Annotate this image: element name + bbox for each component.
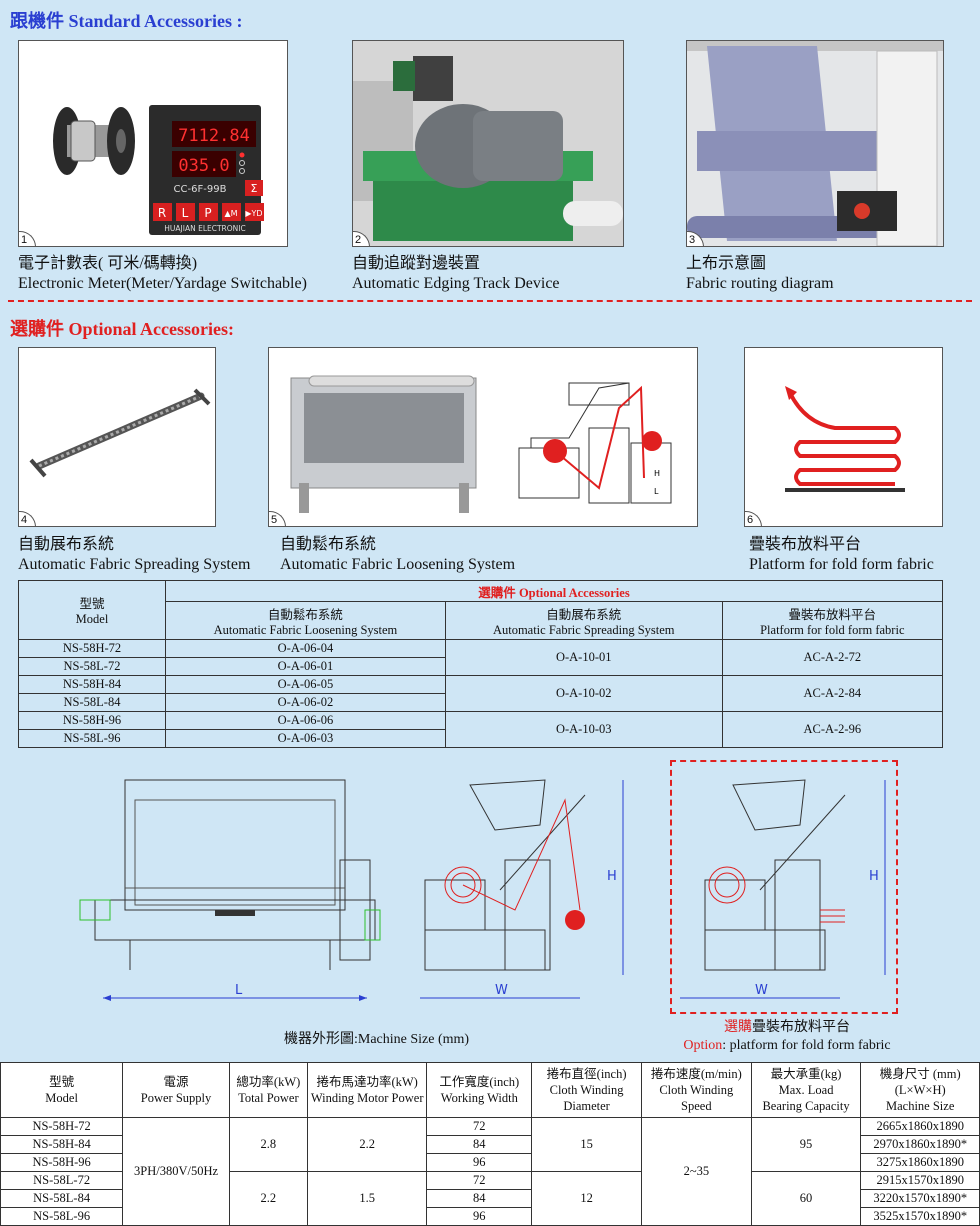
photo-edging-track-device: 2 <box>352 40 624 247</box>
optional-group-header: 選購件 Optional Accessories <box>165 579 943 603</box>
side-view-drawing: H W <box>420 779 624 999</box>
side-view-with-platform-drawing: H W <box>680 779 886 999</box>
optional-section-title: 選購件 Optional Accessories: <box>10 319 234 339</box>
spec-header-cell: 機身尺寸 (mm)(L×W×H)Machine Size <box>860 1062 980 1118</box>
svg-text:H: H <box>869 869 879 884</box>
svg-text:▲M: ▲M <box>224 209 237 218</box>
svg-text:7112.84: 7112.84 <box>178 126 250 146</box>
standard-section-title: 跟機件 Standard Accessories : <box>10 11 243 31</box>
front-view-drawing: L <box>79 779 381 1001</box>
svg-text:CC-6F-99B: CC-6F-99B <box>174 184 227 195</box>
svg-text:L: L <box>654 487 659 496</box>
photo-electronic-meter: 7112.84 035.0 CC-6F-99B Σ R L P ▲M ▶YD H… <box>18 40 288 247</box>
option-platform-frame <box>670 760 898 1014</box>
svg-text:035.0: 035.0 <box>178 156 229 176</box>
caption-edging-track-device: 自動追蹤對邊裝置 Automatic Edging Track Device <box>352 255 560 292</box>
option-platform-caption: 選購疊裝布放料平台 Option: platform for fold form… <box>683 1020 891 1053</box>
svg-text:R: R <box>158 206 166 220</box>
photo-fold-form-platform: 6 <box>744 347 943 527</box>
caption-fabric-spreading: 自動展布系統 Automatic Fabric Spreading System <box>18 536 251 573</box>
caption-fabric-loosening: 自動鬆布系統 Automatic Fabric Loosening System <box>280 536 516 573</box>
section-divider <box>8 300 972 302</box>
photo-fabric-spreading: 4 <box>18 347 216 527</box>
svg-text:W: W <box>755 983 768 998</box>
spec-header-cell: 總功率(kW)Total Power <box>228 1062 308 1118</box>
svg-text:L: L <box>235 983 243 998</box>
svg-text:Σ: Σ <box>251 182 258 195</box>
machine-size-caption: 機器外形圖:Machine Size (mm) <box>284 1032 470 1047</box>
photo-fabric-loosening: H L 5 <box>268 347 698 527</box>
electronic-meter-illustration: 7112.84 035.0 CC-6F-99B Σ R L P ▲M ▶YD H… <box>53 105 264 235</box>
edging-device-illustration <box>353 41 623 246</box>
svg-text:▶YD: ▶YD <box>245 209 262 218</box>
spec-header-cell: 工作寬度(inch)Working Width <box>426 1062 533 1118</box>
caption-fold-form-platform: 疊裝布放料平台 Platform for fold form fabric <box>749 536 934 573</box>
photo-fabric-routing: 3 <box>686 40 944 247</box>
svg-text:W: W <box>495 983 508 998</box>
loosening-system-illustration: H L <box>290 375 672 513</box>
caption-electronic-meter: 電子計數表( 可米/碼轉換) Electronic Meter(Meter/Ya… <box>18 255 307 292</box>
svg-text:L: L <box>182 206 189 220</box>
svg-text:P: P <box>204 206 211 220</box>
caption-fabric-routing: 上布示意圖 Fabric routing diagram <box>686 255 834 292</box>
fold-platform-illustration <box>785 386 905 492</box>
fabric-routing-illustration <box>687 41 943 246</box>
spec-header-cell: 捲布馬達功率(kW)Winding Motor Power <box>306 1062 428 1118</box>
svg-text:H: H <box>654 469 660 478</box>
svg-text:HUAJIAN ELECTRONIC: HUAJIAN ELECTRONIC <box>164 224 245 233</box>
spreading-roller-illustration <box>29 388 211 478</box>
svg-text:H: H <box>607 869 617 884</box>
